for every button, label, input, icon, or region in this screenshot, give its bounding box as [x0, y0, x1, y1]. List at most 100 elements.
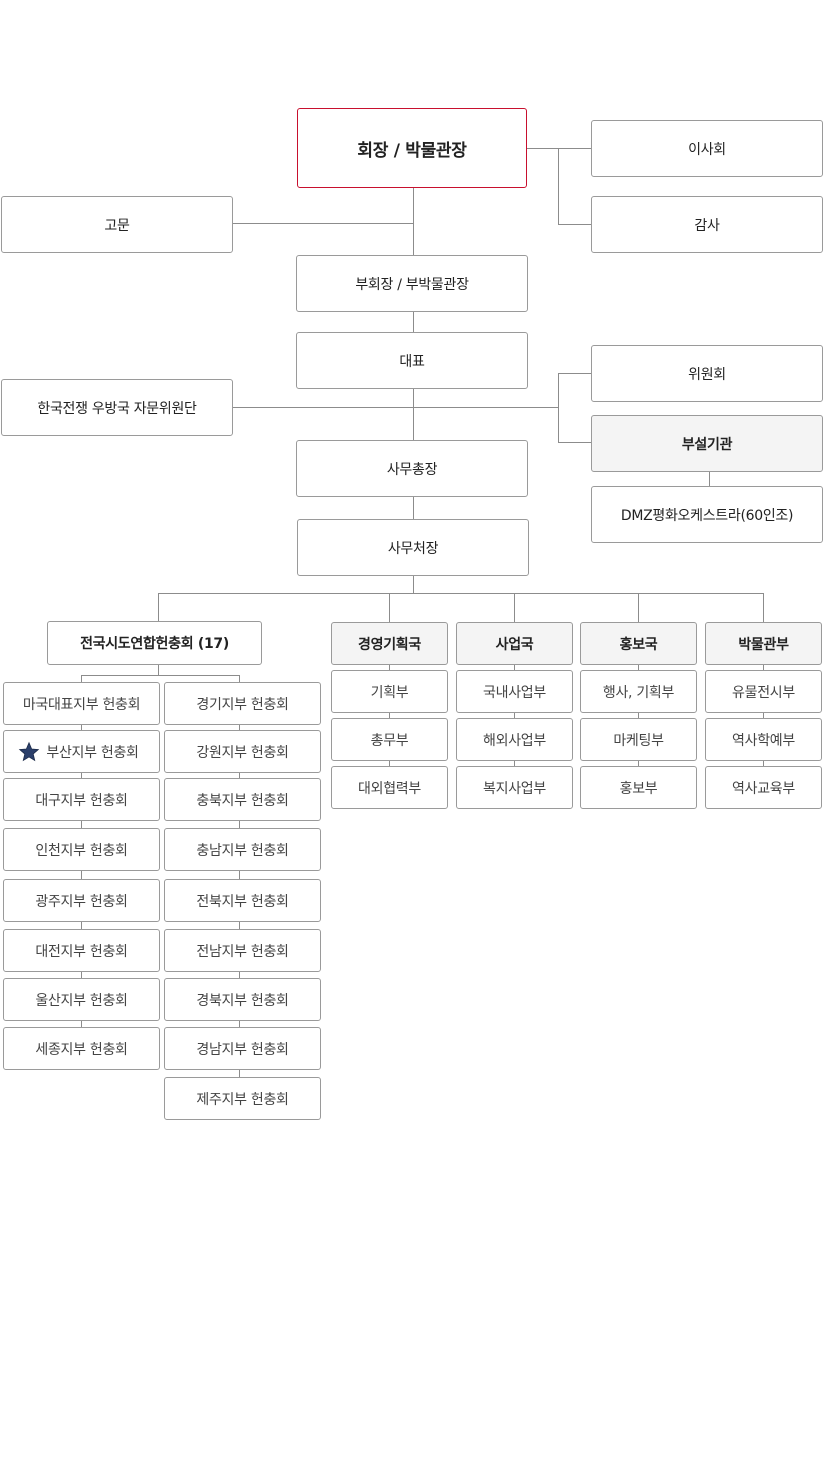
committee-box: 위원회 [591, 345, 823, 402]
sub-department-box-label: 행사, 기획부 [602, 684, 675, 701]
audit-box: 감사 [591, 196, 823, 253]
connector [558, 373, 592, 374]
vice-chairman-box: 부회장 / 부박물관장 [296, 255, 528, 312]
connector [413, 575, 414, 593]
sub-department-box: 기획부 [331, 670, 448, 713]
sub-department-box-label: 유물전시부 [732, 684, 795, 701]
branch-box-label: 경기지부 헌충회 [196, 696, 289, 713]
secretary-general-box: 사무총장 [296, 440, 528, 497]
director-box: 사무처장 [297, 519, 529, 576]
sub-department-box: 행사, 기획부 [580, 670, 697, 713]
sub-department-box: 국내사업부 [456, 670, 573, 713]
department-box-label: 홍보국 [619, 636, 658, 653]
branch-box-label: 충북지부 헌충회 [196, 792, 289, 809]
sub-department-box-label: 해외사업부 [483, 732, 546, 749]
branch-box: 마국대표지부 헌충회 [3, 682, 160, 725]
connector [413, 496, 414, 520]
sub-department-box-label: 대외협력부 [358, 780, 421, 797]
sub-department-box: 총무부 [331, 718, 448, 761]
branch-box: 전북지부 헌충회 [164, 879, 321, 922]
connector [514, 593, 515, 622]
branch-box: 울산지부 헌충회 [3, 978, 160, 1021]
branch-label: 광주지부 헌충회 [35, 893, 128, 910]
orchestra-box: DMZ평화오케스트라(60인조) [591, 486, 823, 543]
star-icon [19, 741, 40, 761]
department-box: 사업국 [456, 622, 573, 665]
branch-box: 제주지부 헌충회 [164, 1077, 321, 1120]
branch-box: 전남지부 헌충회 [164, 929, 321, 972]
branch-box-label: 제주지부 헌충회 [196, 1091, 289, 1108]
connector [558, 224, 592, 225]
branch-box-label: 경남지부 헌충회 [196, 1041, 289, 1058]
board-box: 이사회 [591, 120, 823, 177]
advisory-committee-box: 한국전쟁 우방국 자문위원단 [1, 379, 233, 436]
sub-department-box-label: 역사교육부 [732, 780, 795, 797]
branch-box-label: 전북지부 헌충회 [196, 893, 289, 910]
department-box-label: 경영기획국 [358, 636, 421, 653]
sub-department-box: 역사교육부 [705, 766, 822, 809]
department-box: 홍보국 [580, 622, 697, 665]
sub-department-box: 홍보부 [580, 766, 697, 809]
advisor-box: 고문 [1, 196, 233, 253]
connector [413, 187, 414, 256]
department-box: 박물관부 [705, 622, 822, 665]
sub-department-box-label: 홍보부 [619, 780, 658, 797]
branch-label: 인천지부 헌충회 [35, 842, 128, 859]
connector [232, 407, 559, 408]
sub-department-box: 해외사업부 [456, 718, 573, 761]
branch-label: 부산지부 헌충회 [46, 744, 139, 761]
department-box-label: 박물관부 [738, 636, 789, 653]
branch-box: 경북지부 헌충회 [164, 978, 321, 1021]
connector [558, 148, 559, 225]
sub-department-box: 유물전시부 [705, 670, 822, 713]
branch-label: 대전지부 헌충회 [35, 943, 128, 960]
connector [558, 373, 559, 443]
branch-box: 인천지부 헌충회 [3, 828, 160, 871]
affiliate-box: 부설기관 [591, 415, 823, 472]
branch-box-label: 충남지부 헌충회 [196, 842, 289, 859]
branch-label: 세종지부 헌충회 [35, 1041, 128, 1058]
branch-box: 부산지부 헌충회 [3, 730, 160, 773]
branch-box: 세종지부 헌충회 [3, 1027, 160, 1070]
branch-box: 강원지부 헌충회 [164, 730, 321, 773]
branch-box: 경남지부 헌충회 [164, 1027, 321, 1070]
connector [158, 593, 159, 622]
ceo-box: 대표 [296, 332, 528, 389]
branch-label: 마국대표지부 헌충회 [22, 696, 141, 713]
connector [158, 593, 764, 594]
department-box-label: 사업국 [495, 636, 534, 653]
branch-box: 경기지부 헌충회 [164, 682, 321, 725]
branch-label: 대구지부 헌충회 [35, 792, 128, 809]
branch-label: 울산지부 헌충회 [35, 992, 128, 1009]
sub-department-box: 역사학예부 [705, 718, 822, 761]
connector [232, 223, 414, 224]
connector [413, 388, 414, 441]
federation-box: 전국시도연합헌충회 (17) [47, 621, 262, 665]
connector [158, 664, 159, 675]
connector [638, 593, 639, 622]
branch-box-label: 경북지부 헌충회 [196, 992, 289, 1009]
branch-box: 충북지부 헌충회 [164, 778, 321, 821]
sub-department-box-label: 역사학예부 [732, 732, 795, 749]
sub-department-box-label: 복지사업부 [483, 780, 546, 797]
branch-box: 광주지부 헌충회 [3, 879, 160, 922]
branch-box: 대구지부 헌충회 [3, 778, 160, 821]
connector [558, 442, 592, 443]
sub-department-box-label: 마케팅부 [613, 732, 664, 749]
branch-box: 충남지부 헌충회 [164, 828, 321, 871]
connector [413, 311, 414, 333]
sub-department-box-label: 기획부 [370, 684, 409, 701]
connector [81, 675, 240, 676]
connector [527, 148, 592, 149]
connector [709, 471, 710, 487]
connector [763, 593, 764, 622]
sub-department-box: 마케팅부 [580, 718, 697, 761]
chairman-box: 회장 / 박물관장 [297, 108, 527, 188]
sub-department-box: 복지사업부 [456, 766, 573, 809]
department-box: 경영기획국 [331, 622, 448, 665]
branch-box-label: 전남지부 헌충회 [196, 943, 289, 960]
sub-department-box-label: 국내사업부 [483, 684, 546, 701]
sub-department-box: 대외협력부 [331, 766, 448, 809]
branch-box-label: 강원지부 헌충회 [196, 744, 289, 761]
